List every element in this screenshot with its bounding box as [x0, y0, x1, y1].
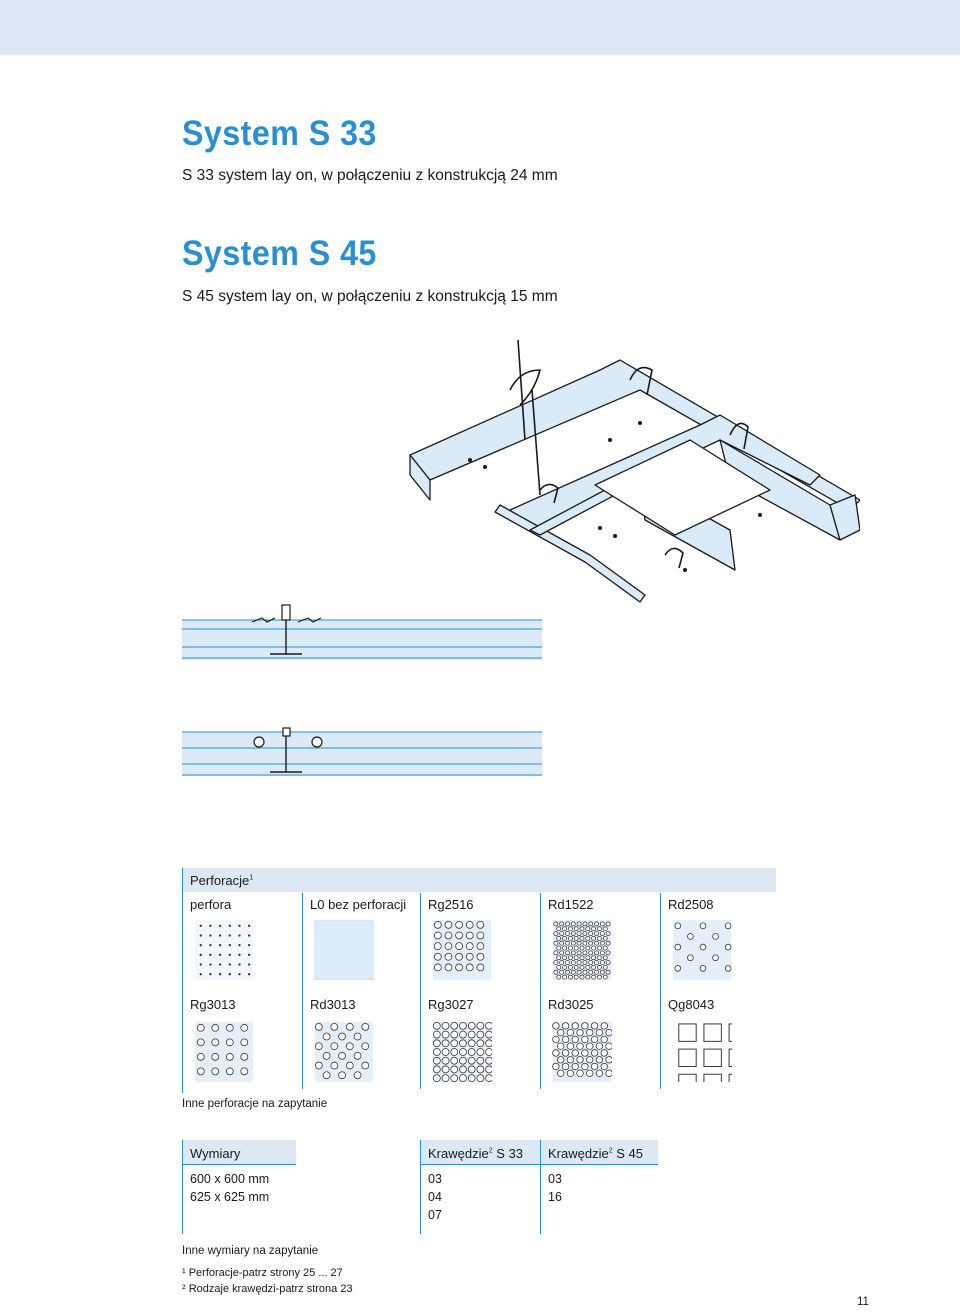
perforation-swatch-rd2508 [672, 920, 732, 980]
dims-col1-rule [182, 1140, 183, 1234]
perforation-label-perfora: perfora [190, 897, 232, 912]
dims-size-2: 625 x 625 mm [190, 1190, 270, 1204]
perf-col-rule [302, 893, 303, 993]
perforations-note: Inne perforacje na zapytanie [182, 1098, 328, 1110]
perf-col-rule [302, 993, 303, 1089]
perforation-swatch-qg8043 [672, 1022, 732, 1082]
dims-rule-2 [420, 1164, 658, 1165]
dims-col3-header: Krawędzie2 S 45 [548, 1146, 643, 1161]
system-s45-title: System S 45 [182, 234, 377, 273]
perforation-swatch-rg2516 [432, 920, 492, 980]
footnote-2: ² Rodzaje krawędzi-patrz strona 23 [182, 1283, 353, 1295]
dims-col1-header: Wymiary [190, 1146, 241, 1161]
top-band [0, 0, 960, 55]
system-s33-title: System S 33 [182, 114, 377, 153]
perf-col-rule [420, 993, 421, 1089]
dims-edge-s33-3: 07 [428, 1208, 442, 1222]
profile-section-s33 [182, 604, 542, 660]
dims-edge-s45-1: 03 [548, 1172, 562, 1186]
dims-col3-rule [540, 1140, 541, 1234]
perf-col-rule [540, 893, 541, 993]
ceiling-grid-illustration [409, 339, 860, 603]
perforations-header-band [182, 868, 776, 892]
dimensions-note: Inne wymiary na zapytanie [182, 1245, 319, 1257]
perf-col-rule [420, 893, 421, 993]
perforation-swatch-rd1522 [552, 920, 612, 980]
perf-col-rule [540, 993, 541, 1089]
dims-header-band-2 [420, 1140, 658, 1164]
dims-col2-rule [420, 1140, 421, 1234]
perforation-swatch-perfora [194, 920, 254, 980]
dims-rule-1 [182, 1164, 296, 1165]
dims-size-1: 600 x 600 mm [190, 1172, 270, 1186]
perforation-swatch-l0 [314, 920, 374, 980]
perf-col-rule [660, 893, 661, 993]
footnote-1: ¹ Perforacje-patrz strony 25 ... 27 [182, 1267, 343, 1279]
perforation-label-qg8043: Qg8043 [668, 997, 715, 1012]
dims-col2-header: Krawędzie2 S 33 [428, 1146, 523, 1161]
perforations-header: Perforacje1 [190, 873, 254, 888]
perforation-label-rg3013: Rg3013 [190, 997, 236, 1012]
perforation-label-rg2516: Rg2516 [428, 897, 474, 912]
system-s33-subtitle: S 33 system lay on, w połączeniu z konst… [182, 167, 558, 184]
perforation-label-rd1522: Rd1522 [548, 897, 594, 912]
perforation-swatch-rg3013 [194, 1022, 254, 1082]
perforation-label-rd2508: Rd2508 [668, 897, 714, 912]
perforation-swatch-rd3025 [552, 1022, 612, 1082]
profile-section-s45 [182, 727, 542, 776]
perforation-label-rd3025: Rd3025 [548, 997, 594, 1012]
dims-edge-s33-2: 04 [428, 1190, 442, 1204]
dims-edge-s33-1: 03 [428, 1172, 442, 1186]
page-number: 11 [857, 1296, 869, 1308]
perforation-swatch-rd3013 [314, 1022, 374, 1082]
perf-col-rule [660, 993, 661, 1089]
perforation-label-rd3013: Rd3013 [310, 997, 356, 1012]
system-s45-subtitle: S 45 system lay on, w połączeniu z konst… [182, 288, 558, 305]
dims-edge-s45-2: 16 [548, 1190, 562, 1204]
perforation-swatch-rg3027 [432, 1022, 492, 1082]
dims-header-band-1 [182, 1140, 296, 1164]
perforation-label-rg3027: Rg3027 [428, 997, 474, 1012]
perf-left-rule [182, 868, 183, 1093]
perforation-label-l0: L0 bez perforacji [310, 897, 407, 912]
